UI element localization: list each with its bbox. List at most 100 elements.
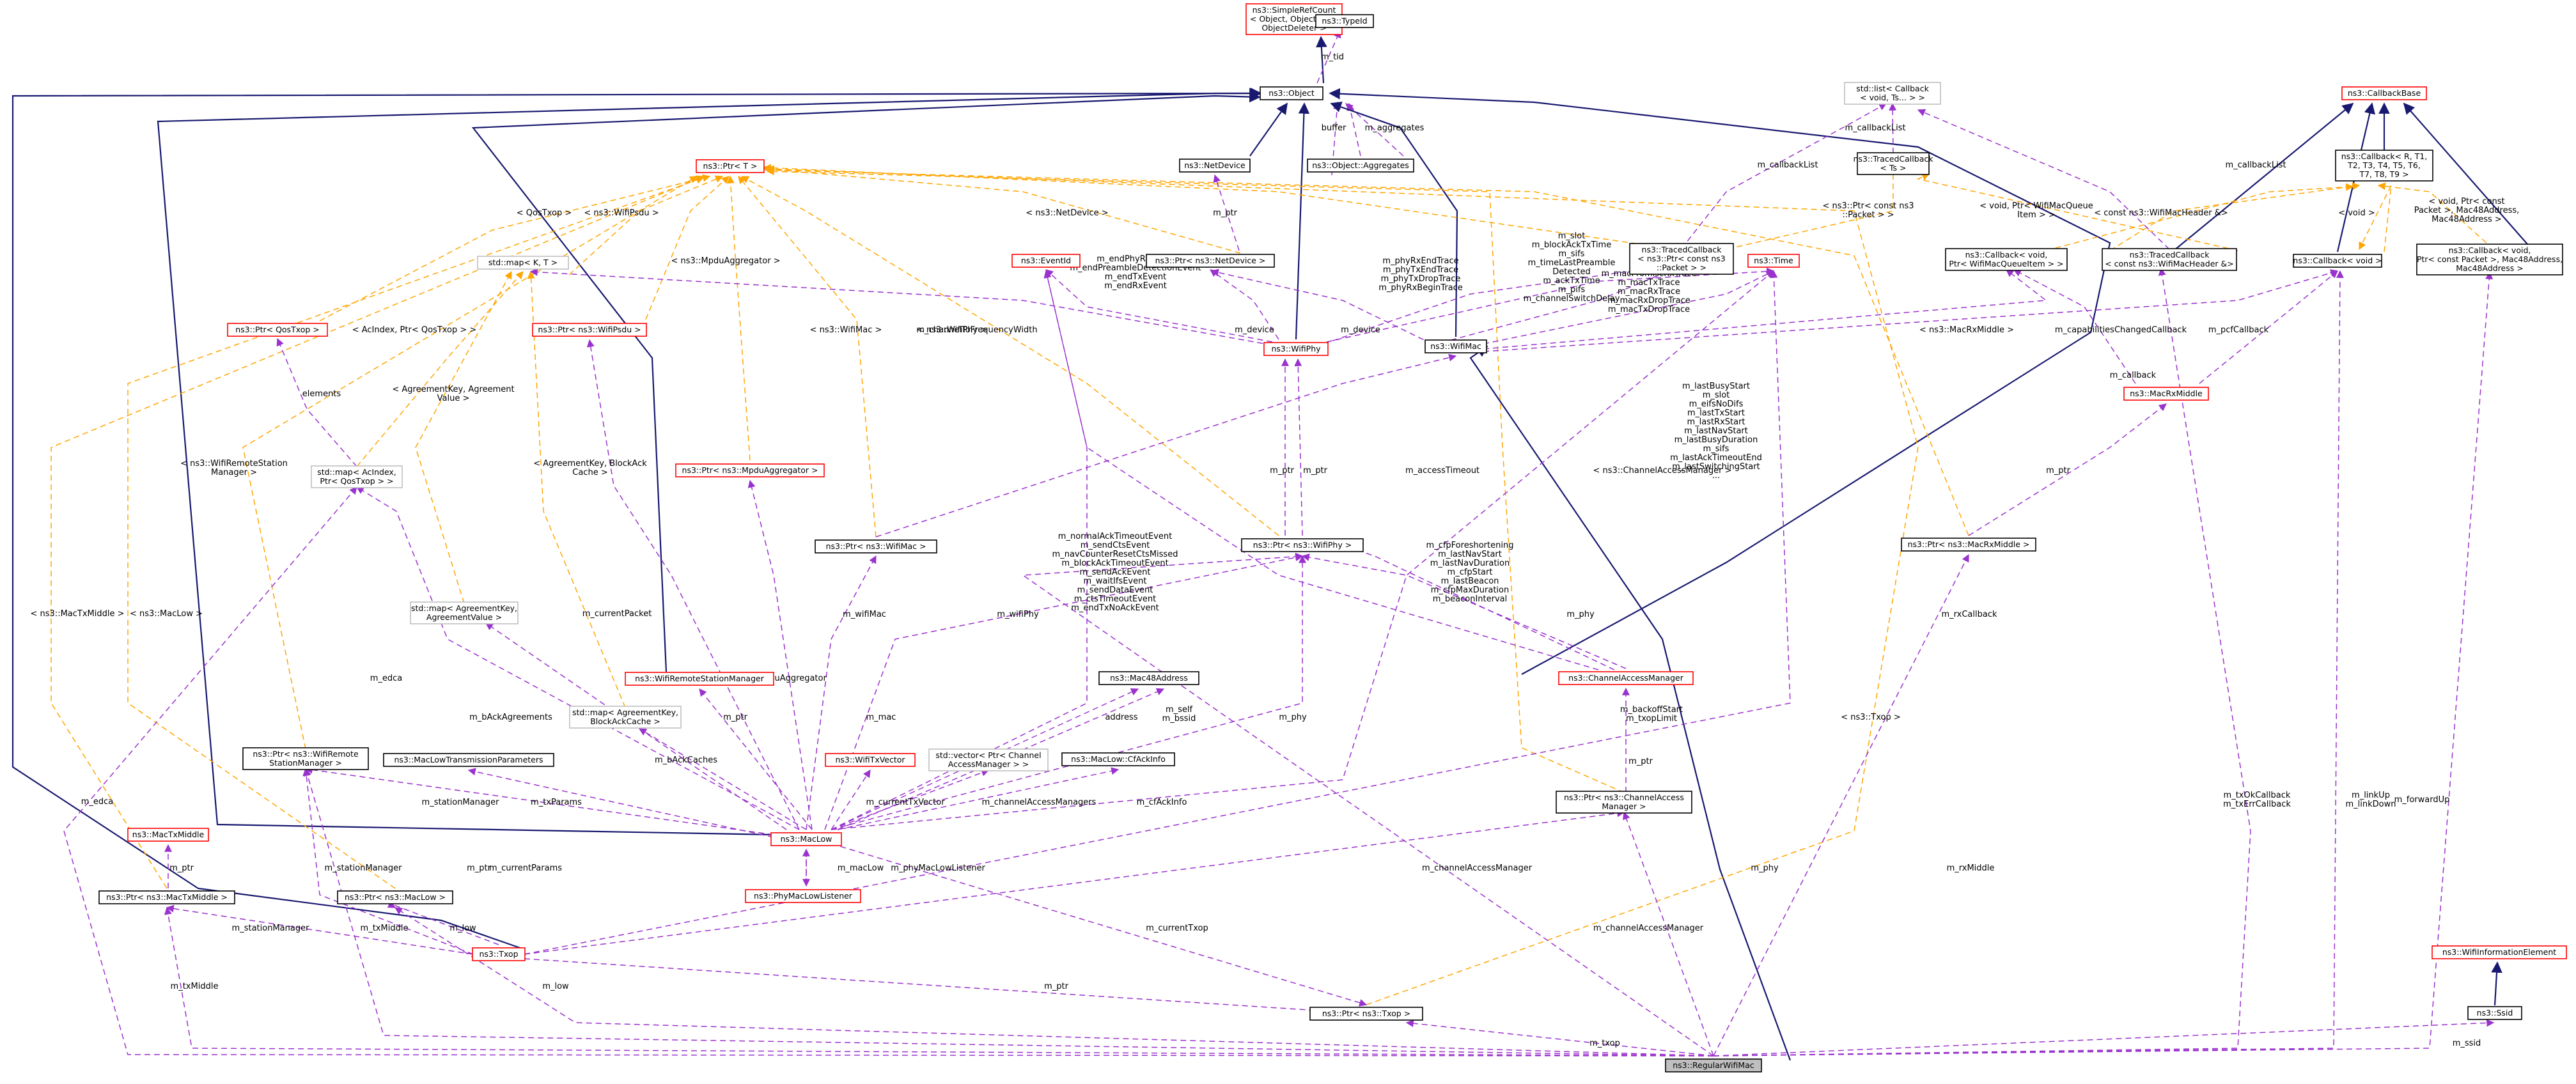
class-node-ssid[interactable]: ns3::Ssid: [2467, 1006, 2522, 1020]
inheritance-edge: [1469, 345, 1791, 1061]
edge-label-l_chanaccessmgr_reg: m_channelAccessManager: [1593, 924, 1704, 933]
class-node-ptrMacLow[interactable]: ns3::Ptr< ns3::MacLow >: [337, 890, 453, 904]
edge-label-l_busystart-line: m_lastSwitchingStart: [1672, 462, 1760, 472]
class-node-box: [1945, 248, 2068, 271]
class-node-ptrWifiPhy[interactable]: ns3::Ptr< ns3::WifiPhy >: [1241, 538, 1364, 552]
edge-label-l_chanaccessmgr_txop-line: m_channelAccessManager: [1422, 863, 1533, 873]
class-node-cfackinfo[interactable]: ns3::MacLow::CfAckInfo: [1061, 752, 1175, 766]
usage-edge: [524, 958, 1368, 1018]
class-node-phylistener[interactable]: ns3::PhyMacLowListener: [745, 889, 861, 903]
class-node-box: [2293, 254, 2382, 268]
class-node-box: [2341, 86, 2427, 100]
class-node-time[interactable]: ns3::Time: [1747, 254, 1800, 268]
class-node-txparams[interactable]: ns3::MacLowTransmissionParameters: [383, 753, 554, 767]
edge-label-l_busystart-line: m_lastNavStart: [1684, 426, 1748, 436]
class-node-typeid[interactable]: ns3::TypeId: [1315, 14, 1374, 28]
edge-label-l_blockackcache-line: Cache >: [572, 468, 607, 477]
edge-label-l_callbacklist2-line: m_callbackList: [1757, 160, 1818, 170]
usage-edge: [1021, 552, 1714, 1057]
class-node-wifiphy[interactable]: ns3::WifiPhy: [1263, 342, 1329, 356]
class-node-box: [625, 672, 774, 686]
class-node-ptrPsdu[interactable]: ns3::Ptr< ns3::WifiPsdu >: [532, 323, 647, 337]
class-node-ptrMacRx[interactable]: ns3::Ptr< ns3::MacRxMiddle >: [1901, 538, 2036, 552]
edge-label-l_wrsmT-line: < ns3::WifiRemoteStation: [180, 459, 288, 468]
class-node-tracedTs[interactable]: ns3::TracedCallback< Ts >: [1854, 152, 1934, 175]
class-node-maclow[interactable]: ns3::MacLow: [770, 832, 842, 846]
edge-label-l_txparams-line: m_txParams: [531, 798, 582, 807]
class-node-wifimac[interactable]: ns3::WifiMac: [1425, 339, 1487, 353]
template-edge: [2045, 183, 2354, 251]
class-node-mapAgreementCache[interactable]: std::map< AgreementKey,BlockAckCache >: [569, 706, 682, 729]
class-node-cbQueue[interactable]: ns3::Callback< void,Ptr< WifiMacQueueIte…: [1945, 248, 2068, 271]
class-node-object[interactable]: ns3::Object: [1260, 86, 1323, 100]
edge-label-l_edca_map: m_edca: [370, 674, 403, 683]
edge-label-l_wifiphy-line: m_wifiPhy: [997, 610, 1039, 619]
edge-label-l_device1-line: m_device: [1235, 325, 1274, 335]
class-node-mac48[interactable]: ns3::Mac48Address: [1098, 671, 1199, 685]
class-node-label-line: std::vector< Ptr< Channel: [935, 750, 1041, 760]
class-node-box: [127, 828, 209, 842]
class-node-ptrMpdu[interactable]: ns3::Ptr< ns3::MpduAggregator >: [675, 463, 825, 477]
template-edge: [740, 176, 1279, 536]
class-node-box: [2432, 945, 2567, 959]
class-node-tracedHeader[interactable]: ns3::TracedCallback< const ns3::WifiMacH…: [2102, 248, 2237, 271]
class-node-mactxmiddle[interactable]: ns3::MacTxMiddle: [127, 828, 209, 842]
class-node-label-line: < const ns3::WifiMacHeader &>: [2105, 259, 2234, 268]
class-node-cbVoid[interactable]: ns3::Callback< void >: [2293, 254, 2382, 268]
class-node-ptrNetDevice[interactable]: ns3::Ptr< ns3::NetDevice >: [1146, 254, 1275, 268]
class-node-label: ns3::Time: [1754, 256, 1793, 265]
usage-edge: [586, 339, 800, 830]
class-node-label-line: ns3::Ptr< ns3::WifiRemote: [253, 749, 359, 759]
class-node-label-line: ns3::TracedCallback: [1854, 154, 1934, 164]
class-node-label-line: ns3::PhyMacLowListener: [754, 891, 853, 901]
edge-label-l_phy_reg: m_phy: [1751, 863, 1779, 873]
class-node-callbackRT[interactable]: ns3::Callback< R, T1,T2, T3, T4, T5, T6,…: [2335, 150, 2433, 182]
class-node-label: ns3::RegularWifiMac: [1673, 1060, 1754, 1070]
class-node-txop[interactable]: ns3::Txop: [472, 947, 526, 961]
class-node-label-line: ns3::Ptr< QosTxop >: [235, 325, 320, 334]
class-node-mapAcIndex[interactable]: std::map< AcIndex,Ptr< QosTxop > >: [311, 465, 403, 488]
usage-edge: [1210, 268, 1433, 345]
class-node-ptrTxop[interactable]: ns3::Ptr< ns3::Txop >: [1309, 1007, 1423, 1021]
class-node-box: [1309, 1007, 1423, 1021]
usage-edge: [875, 353, 1457, 538]
edge-label-l_ptr_txop-line: m_ptr: [1044, 982, 1069, 991]
class-node-ptrT[interactable]: ns3::Ptr< T >: [696, 159, 765, 173]
class-node-stdlist[interactable]: std::list< Callback< void, Ts... > >: [1844, 82, 1941, 105]
class-node-mapAgreementValue[interactable]: std::map< AgreementKey,AgreementValue >: [410, 601, 519, 624]
class-node-label: ns3::PhyMacLowListener: [754, 891, 853, 901]
inheritance-edge: [1329, 88, 2111, 675]
edge-label-l_ptr_wifiphy1: m_ptr: [1270, 466, 1295, 476]
class-node-wifiinfo[interactable]: ns3::WifiInformationElement: [2432, 945, 2567, 959]
class-node-netdevice[interactable]: ns3::NetDevice: [1179, 159, 1251, 173]
edge-label-l_agreementvalue-line: < AgreementKey, Agreement: [392, 385, 514, 394]
edge-label-l_mpduagg: < ns3::MpduAggregator >: [671, 256, 780, 266]
template-edge: [242, 176, 698, 750]
class-node-cam[interactable]: ns3::ChannelAccessManager: [1558, 671, 1694, 685]
class-node-stdmap[interactable]: std::map< K, T >: [477, 256, 569, 270]
class-node-wrsm[interactable]: ns3::WifiRemoteStationManager: [625, 672, 774, 686]
class-node-callbackbase[interactable]: ns3::CallbackBase: [2341, 86, 2427, 100]
usage-edge: [831, 555, 1306, 830]
usage-edge: [394, 907, 1714, 1057]
class-node-tracedPacket[interactable]: ns3::TracedCallback< ns3::Ptr< const ns3…: [1629, 243, 1734, 275]
class-node-cbForward[interactable]: ns3::Callback< void,Ptr< const Packet >,…: [2416, 244, 2563, 275]
class-node-box: [928, 748, 1049, 771]
class-node-eventid[interactable]: ns3::EventId: [1011, 254, 1081, 268]
class-node-macrxmiddle[interactable]: ns3::MacRxMiddle: [2123, 387, 2209, 401]
edge-label-l_phy_maclow: m_phy: [1279, 713, 1307, 722]
class-node-ptrQosTxop[interactable]: ns3::Ptr< QosTxop >: [227, 323, 328, 337]
class-node-label-line: Ptr< QosTxop > >: [320, 476, 393, 486]
edge-label-l_phy_reg-line: m_phy: [1751, 863, 1779, 873]
class-node-aggregates[interactable]: ns3::Object::Aggregates: [1307, 159, 1414, 173]
class-node-txvector[interactable]: ns3::WifiTxVector: [825, 753, 916, 767]
edge-label-l_txmiddle1: m_txMiddle: [361, 924, 409, 933]
class-node-ptrWifiMac[interactable]: ns3::Ptr< ns3::WifiMac >: [815, 539, 937, 554]
class-node-box: [227, 323, 328, 337]
class-node-ptrMacTx[interactable]: ns3::Ptr< ns3::MacTxMiddle >: [98, 890, 235, 904]
edge-label-l_currentpacket-line: m_currentPacket: [582, 609, 652, 619]
edge-label-l_edca_map-line: m_edca: [370, 674, 403, 683]
